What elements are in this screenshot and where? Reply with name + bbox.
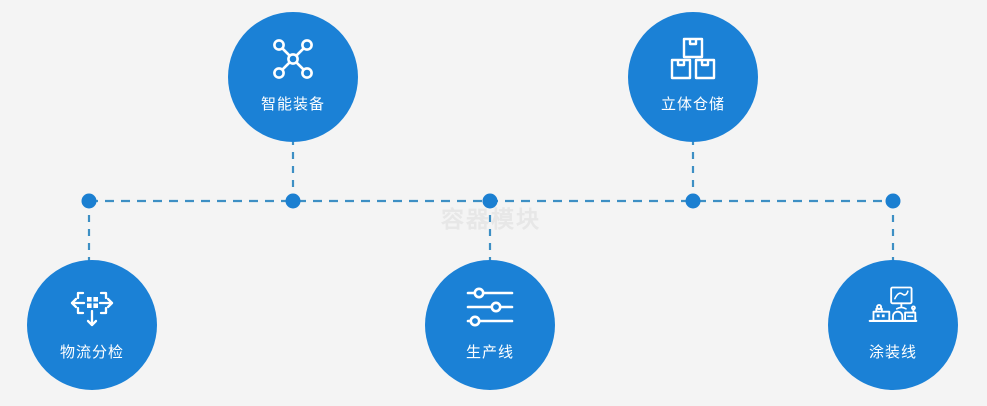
diagram-node-painting-line[interactable]: 涂装线 [828,260,958,390]
diagram-node-warehouse-storage[interactable]: 立体仓储 [628,12,758,142]
junction-dot-node-0[interactable] [285,193,301,209]
junction-dot-node-2[interactable] [81,193,97,209]
node-label: 立体仓储 [660,95,725,113]
diagram-node-production-line[interactable]: 生产线 [425,260,555,390]
node-label: 智能装备 [260,95,325,113]
diagram-node-smart-equipment[interactable]: 智能装备 [228,12,358,142]
stacked-boxes-icon [667,35,719,83]
node-label: 物流分检 [59,343,124,361]
sorting-arrows-icon [66,283,118,331]
sliders-icon [464,283,516,331]
junction-dot-node-3[interactable] [482,193,498,209]
network-nodes-icon [267,35,319,83]
junction-dot-node-1[interactable] [685,193,701,209]
factory-monitor-icon [867,283,919,331]
node-label: 涂装线 [868,343,917,361]
node-label: 生产线 [465,343,514,361]
junction-dot-node-4[interactable] [885,193,901,209]
watermark-text: 容器模块 [441,207,541,233]
diagram-node-logistics-sorting[interactable]: 物流分检 [27,260,157,390]
